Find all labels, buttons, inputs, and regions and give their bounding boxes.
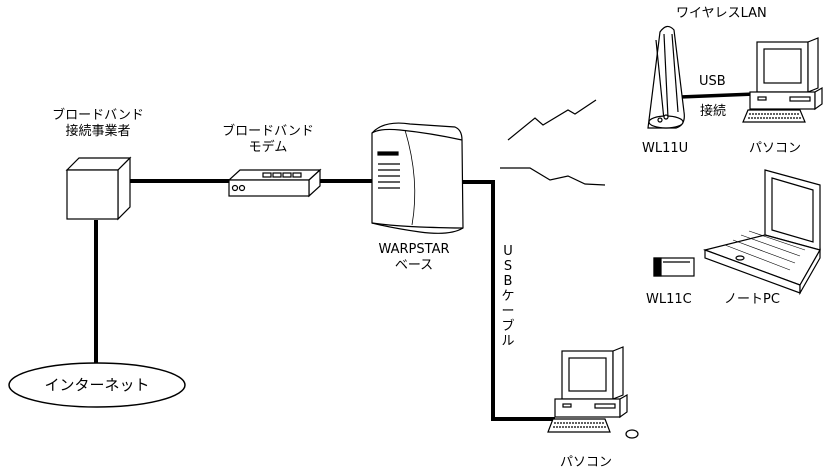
wl11u-label: WL11U — [642, 141, 688, 157]
notebook-label: ノートPC — [724, 292, 780, 308]
usb-cable-char: ル — [500, 334, 516, 349]
base-label-line2: ベース — [364, 258, 464, 274]
modem-label-line2: モデム — [218, 140, 318, 156]
building-icon — [67, 158, 130, 219]
connect-label: 接続 — [700, 104, 726, 120]
internet-label: インターネット — [37, 377, 157, 393]
wireless-lan-label: ワイヤレスLAN — [676, 6, 767, 22]
provider-label-line1: ブロードバンド — [48, 108, 148, 124]
modem-icon — [229, 170, 320, 196]
modem-label: ブロードバンド モデム — [218, 124, 318, 156]
line-usb-wl11u-pc — [680, 94, 755, 97]
base-label: WARPSTAR ベース — [364, 242, 464, 274]
base-label-line1: WARPSTAR — [364, 242, 464, 258]
notebook-pc-icon — [705, 170, 820, 293]
usb-cable-label: U S B ケ ー ブ ル — [500, 244, 516, 349]
usb-cable-char: U — [500, 244, 516, 259]
provider-label: ブロードバンド 接続事業者 — [48, 108, 148, 140]
usb-cable-char: ー — [500, 304, 516, 319]
pc-top-label: パソコン — [749, 141, 801, 157]
usb-label: USB — [699, 74, 726, 90]
warpstar-base-icon — [372, 123, 463, 233]
usb-cable-char: ブ — [500, 319, 516, 334]
pc-card-icon — [654, 258, 694, 276]
pc-bottom-label: パソコン — [560, 455, 612, 471]
provider-label-line2: 接続事業者 — [48, 124, 148, 140]
usb-cable-char: S — [500, 259, 516, 274]
usb-cable-char: ケ — [500, 289, 516, 304]
wl11u-adapter-icon — [648, 26, 684, 128]
wireless-signal-icon — [500, 100, 605, 185]
desktop-pc-icon — [548, 347, 638, 438]
wl11c-label: WL11C — [646, 292, 692, 308]
desktop-pc-icon — [743, 38, 822, 122]
modem-label-line1: ブロードバンド — [218, 124, 318, 140]
usb-cable-char: B — [500, 274, 516, 289]
